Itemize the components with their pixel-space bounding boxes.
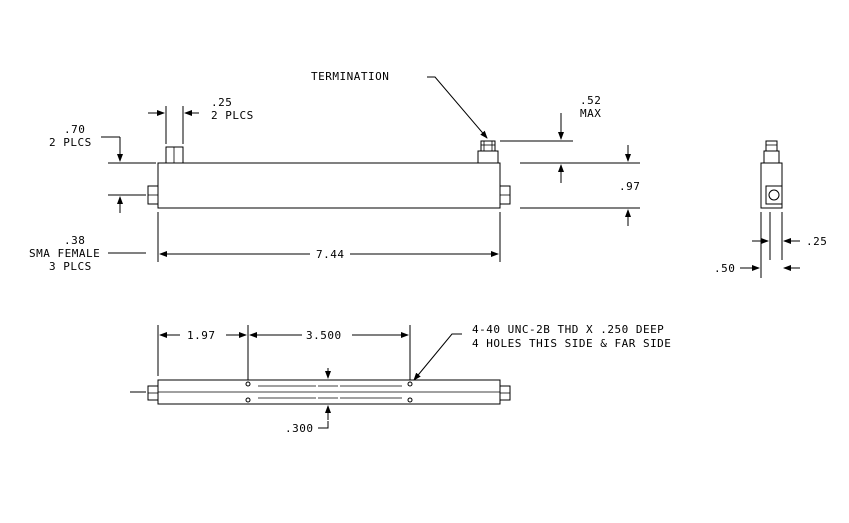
end-view-termination [763,150,780,164]
termination-cap [480,140,496,152]
hole-offset-label: 1.97 [187,329,216,342]
termination-height-label: .52 [580,94,601,107]
thread-leader [413,333,462,381]
plan-view: 1.97 3.500 4-40 UNC-2B THD X .250 DEEP 4… [130,323,671,435]
mounting-hole-icon [407,397,413,403]
sma-offset-label: .38 [64,234,85,247]
end-view: .25 .50 [714,140,827,278]
end-view-termination-cap [765,140,778,152]
end-view-connector [765,185,783,205]
connector-width-qty: 2 PLCS [211,109,254,122]
coupler-body [157,162,501,209]
connector-width-label: .25 [211,96,232,109]
mounting-hole-icon [407,381,413,387]
termination-leader [427,76,488,139]
connector-height-qty: 2 PLCS [49,136,92,149]
end-view-offset-label: .25 [806,235,827,248]
mounting-hole-icon [245,381,251,387]
end-view-port-icon [768,189,780,201]
overall-length-label: 7.44 [316,248,345,261]
connector-height-label: .70 [64,123,85,136]
termination-height-note: MAX [580,107,601,120]
top-sma-connector [165,146,184,164]
end-view-width-label: .50 [714,262,735,275]
sma-qty-label: 3 PLCS [49,260,92,273]
termination-label: TERMINATION [311,70,389,83]
thread-spec-label: 4-40 UNC-2B THD X .250 DEEP [472,323,664,336]
front-view: TERMINATION .25 2 PLCS .70 2 PLCS .38 SM… [29,70,640,273]
hole-note-label: 4 HOLES THIS SIDE & FAR SIDE [472,337,671,350]
body-height-label: .97 [619,180,640,193]
hole-spacing-label: 3.500 [306,329,342,342]
sma-type-label: SMA FEMALE [29,247,100,260]
termination-body [477,150,499,164]
hole-vertical-label: .300 [285,422,314,435]
mounting-hole-icon [245,397,251,403]
